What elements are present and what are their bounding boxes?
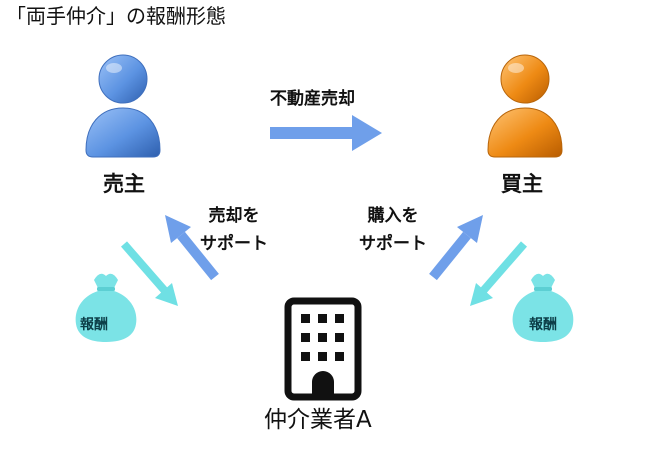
support-seller-line2: サポート	[200, 234, 268, 254]
fee-buyer-arrow	[479, 241, 528, 294]
support-buyer-arrow	[429, 231, 471, 281]
support-seller-line1: 売却を	[208, 206, 260, 226]
money-bag-right-icon	[512, 273, 574, 342]
seller-label: 売主	[103, 172, 145, 196]
seller-person-icon	[85, 54, 161, 158]
money-bag-left-icon	[75, 273, 137, 342]
support-seller-arrow	[177, 231, 219, 281]
property-transfer-label: 不動産売却	[270, 89, 355, 109]
property-transfer-arrow	[270, 115, 382, 151]
fee-right-label: 報酬	[529, 317, 557, 333]
buyer-person-icon	[487, 54, 563, 158]
fee-seller-arrow	[120, 241, 169, 294]
office-building-icon	[284, 297, 362, 401]
support-seller-label: 売却を サポート	[200, 202, 268, 258]
support-buyer-line1: 購入を	[367, 206, 419, 226]
support-buyer-line2: サポート	[359, 234, 427, 254]
agent-label: 仲介業者A	[264, 407, 372, 433]
buyer-label: 買主	[501, 172, 543, 196]
fee-left-label: 報酬	[80, 317, 108, 333]
diagram-title: 「両手仲介」の報酬形態	[6, 4, 226, 28]
support-buyer-label: 購入を サポート	[359, 202, 427, 258]
